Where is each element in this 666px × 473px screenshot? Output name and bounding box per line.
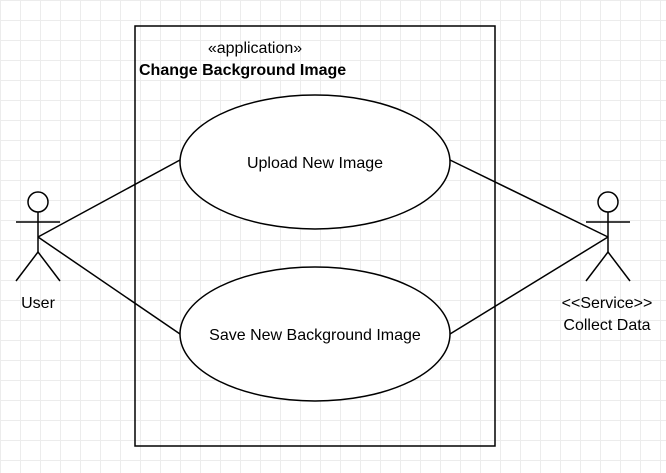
actor-left-leg: [585, 251, 609, 282]
actor-collect-data[interactable]: [585, 191, 631, 282]
use-case-ellipse[interactable]: [179, 266, 451, 402]
actor-right-leg: [607, 251, 631, 282]
use-case-label: Save New Background Image: [209, 327, 421, 344]
association-collect-upload: [449, 159, 609, 238]
actor-user-label: User: [21, 295, 55, 312]
system-title: Change Background Image: [139, 62, 346, 79]
association-user-upload: [37, 159, 181, 238]
actor-user[interactable]: [15, 191, 61, 282]
system-boundary[interactable]: [134, 25, 496, 447]
actor-left-leg: [15, 251, 39, 282]
actor-right-leg: [37, 251, 61, 282]
system-stereotype: «application»: [208, 40, 302, 57]
association-collect-save: [449, 236, 609, 335]
actor-head: [597, 191, 619, 213]
associations: [37, 159, 609, 335]
actor-head: [27, 191, 49, 213]
association-user-save: [37, 236, 181, 335]
actor-collect-stereotype: <<Service>>: [562, 295, 653, 312]
use-case-upload[interactable]: Upload New Image: [179, 94, 451, 230]
actor-collect-label: Collect Data: [563, 317, 650, 334]
use-case-ellipse[interactable]: [179, 94, 451, 230]
use-case-save[interactable]: Save New Background Image: [179, 266, 451, 402]
use-case-label: Upload New Image: [247, 155, 383, 172]
